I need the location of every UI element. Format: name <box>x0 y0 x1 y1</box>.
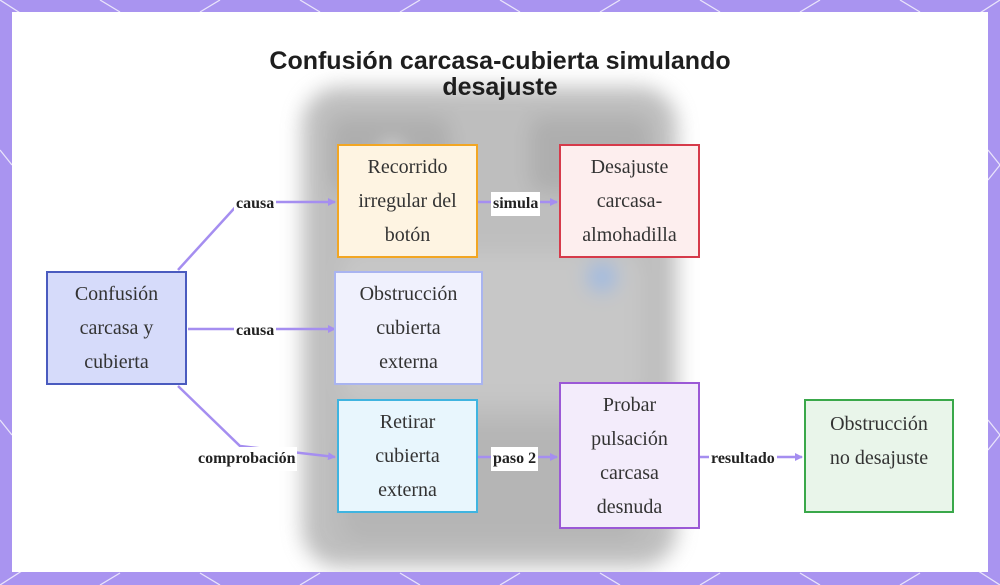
diagram-title: Confusión carcasa-cubierta simulando des… <box>12 48 988 100</box>
node-confusion-label: Confusión carcasa y cubierta <box>74 283 159 373</box>
node-desajuste: Desajuste carcasa- almohadilla <box>559 144 700 258</box>
edge-label-simula: simula <box>491 192 541 216</box>
node-desajuste-label: Desajuste carcasa- almohadilla <box>582 156 677 246</box>
diagram-canvas: Confusión carcasa-cubierta simulando des… <box>12 12 988 572</box>
node-confusion: Confusión carcasa y cubierta <box>46 271 187 385</box>
title-line-2: desajuste <box>442 73 558 101</box>
node-probar-label: Probar pulsación carcasa desnuda <box>591 393 668 518</box>
node-obstruccion-cubierta-label: Obstrucción cubierta externa <box>359 283 458 373</box>
node-recorrido: Recorrido irregular del botón <box>337 144 478 258</box>
node-retirar: Retirar cubierta externa <box>337 399 478 513</box>
edge-label-causa-1: causa <box>234 192 277 216</box>
edge-label-paso-2: paso 2 <box>491 447 539 471</box>
node-retirar-label: Retirar cubierta externa <box>375 411 440 501</box>
node-probar: Probar pulsación carcasa desnuda <box>559 382 700 529</box>
node-obstruccion-resultado-label: Obstrucción no desajuste <box>829 413 929 469</box>
edge-comprobacion-retirar <box>177 385 336 461</box>
title-line-1: Confusión carcasa-cubierta simulando <box>269 47 731 75</box>
node-recorrido-label: Recorrido irregular del botón <box>358 156 457 246</box>
edge-label-comprobacion: comprobación <box>196 447 298 471</box>
edge-label-resultado: resultado <box>709 447 777 471</box>
node-obstruccion-resultado: Obstrucción no desajuste <box>804 399 954 513</box>
node-obstruccion-cubierta: Obstrucción cubierta externa <box>334 271 483 385</box>
edge-label-causa-2: causa <box>234 319 277 343</box>
